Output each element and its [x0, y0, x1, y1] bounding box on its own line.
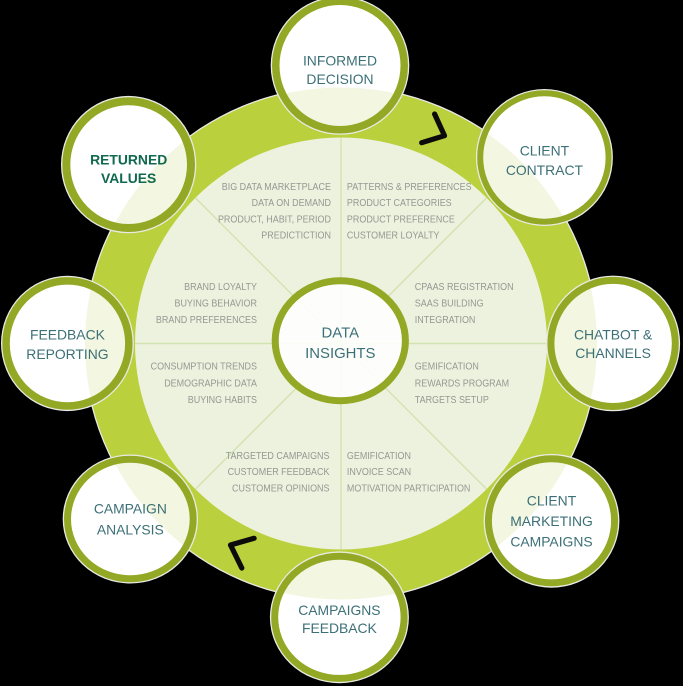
- svg-text:CUSTOMER LOYALTY: CUSTOMER LOYALTY: [347, 230, 440, 242]
- svg-text:MOTIVATION PARTICIPATION: MOTIVATION PARTICIPATION: [347, 483, 471, 495]
- svg-text:PRODUCT CATEGORIES: PRODUCT CATEGORIES: [347, 197, 452, 209]
- svg-text:INSIGHTS: INSIGHTS: [305, 346, 375, 362]
- svg-text:INVOICE SCAN: INVOICE SCAN: [347, 467, 411, 479]
- svg-text:REWARDS PROGRAM: REWARDS PROGRAM: [415, 378, 509, 390]
- svg-text:BUYING BEHAVIOR: BUYING BEHAVIOR: [174, 298, 257, 310]
- svg-text:DECISION: DECISION: [306, 71, 373, 87]
- svg-text:DEMOGRAPHIC DATA: DEMOGRAPHIC DATA: [164, 378, 257, 390]
- svg-text:CLIENT: CLIENT: [527, 493, 577, 509]
- svg-text:BRAND PREFERENCES: BRAND PREFERENCES: [156, 315, 257, 327]
- svg-text:CHATBOT &: CHATBOT &: [574, 326, 653, 342]
- svg-text:PREDICTICTION: PREDICTICTION: [261, 230, 331, 242]
- svg-text:BIG DATA MARKETPLACE: BIG DATA MARKETPLACE: [222, 181, 331, 193]
- svg-text:FEEDBACK: FEEDBACK: [30, 327, 106, 343]
- svg-text:TARGETED CAMPAIGNS: TARGETED CAMPAIGNS: [226, 450, 330, 462]
- svg-text:TARGETS SETUP: TARGETS SETUP: [415, 394, 489, 406]
- svg-text:ANALYSIS: ANALYSIS: [97, 521, 164, 537]
- svg-text:RETURNED: RETURNED: [90, 151, 167, 167]
- svg-text:BUYING HABITS: BUYING HABITS: [188, 394, 257, 406]
- svg-text:FEEDBACK: FEEDBACK: [302, 620, 378, 636]
- svg-text:CHANNELS: CHANNELS: [575, 345, 651, 361]
- svg-text:MARKETING: MARKETING: [510, 513, 593, 529]
- svg-text:CPAAS REGISTRATION: CPAAS REGISTRATION: [415, 281, 514, 293]
- svg-text:DATA ON DEMAND: DATA ON DEMAND: [252, 197, 331, 209]
- svg-text:CONSUMPTION TRENDS: CONSUMPTION TRENDS: [151, 361, 257, 373]
- svg-text:REPORTING: REPORTING: [26, 346, 108, 362]
- svg-text:CLIENT: CLIENT: [520, 143, 570, 159]
- svg-text:DATA: DATA: [322, 326, 360, 342]
- svg-text:PRODUCT PREFERENCE: PRODUCT PREFERENCE: [347, 214, 455, 226]
- svg-text:CONTRACT: CONTRACT: [506, 162, 584, 178]
- svg-text:CUSTOMER OPINIONS: CUSTOMER OPINIONS: [232, 483, 329, 495]
- svg-text:GEMIFICATION: GEMIFICATION: [415, 361, 479, 373]
- svg-text:INTEGRATION: INTEGRATION: [415, 315, 476, 327]
- svg-text:CAMPAIGNS: CAMPAIGNS: [510, 534, 592, 550]
- svg-text:SAAS BUILDING: SAAS BUILDING: [415, 298, 484, 310]
- svg-text:VALUES: VALUES: [101, 170, 156, 186]
- svg-text:INFORMED: INFORMED: [303, 52, 377, 68]
- svg-text:CAMPAIGN: CAMPAIGN: [94, 501, 167, 517]
- svg-text:CUSTOMER FEEDBACK: CUSTOMER FEEDBACK: [228, 467, 330, 479]
- svg-text:PRODUCT, HABIT, PERIOD: PRODUCT, HABIT, PERIOD: [218, 214, 331, 226]
- svg-text:PATTERNS & PREFERENCES: PATTERNS & PREFERENCES: [347, 181, 472, 193]
- svg-text:CAMPAIGNS: CAMPAIGNS: [298, 602, 380, 618]
- svg-text:BRAND LOYALTY: BRAND LOYALTY: [184, 281, 257, 293]
- svg-text:GEMIFICATION: GEMIFICATION: [347, 450, 411, 462]
